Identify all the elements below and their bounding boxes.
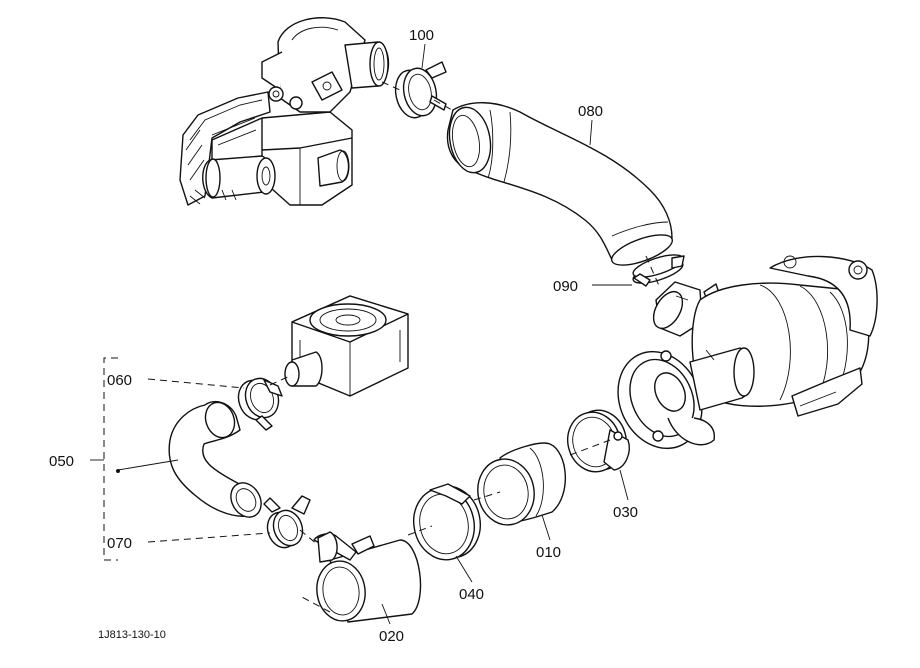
drawing-code: 1J813-130-10	[98, 629, 166, 641]
callout-040[interactable]: 040	[459, 586, 484, 603]
band-040-drawing	[413, 483, 481, 561]
hose-050-drawing	[168, 401, 262, 518]
clamp-100-drawing	[394, 61, 447, 119]
hose-080-drawing	[446, 102, 674, 266]
air-housing-drawing	[284, 295, 409, 397]
clamp-090-drawing	[632, 254, 685, 287]
intake-manifold-drawing	[179, 17, 390, 206]
joint-hose-010-drawing	[477, 442, 566, 526]
callout-090[interactable]: 090	[553, 278, 578, 295]
turbocharger-drawing	[617, 255, 878, 450]
callout-070[interactable]: 070	[107, 535, 132, 552]
callout-030[interactable]: 030	[613, 504, 638, 521]
callout-050[interactable]: 050	[49, 453, 74, 470]
callout-060[interactable]: 060	[107, 372, 132, 389]
callout-080[interactable]: 080	[578, 103, 603, 120]
clamp-060-drawing	[237, 377, 283, 431]
connector-stub-drawing	[317, 531, 338, 563]
callout-010[interactable]: 010	[536, 544, 561, 561]
callout-100[interactable]: 100	[409, 27, 434, 44]
clamp-070-drawing	[263, 495, 311, 549]
callout-020[interactable]: 020	[379, 628, 404, 645]
band-030-drawing	[567, 409, 630, 473]
leader-lines	[90, 43, 661, 625]
